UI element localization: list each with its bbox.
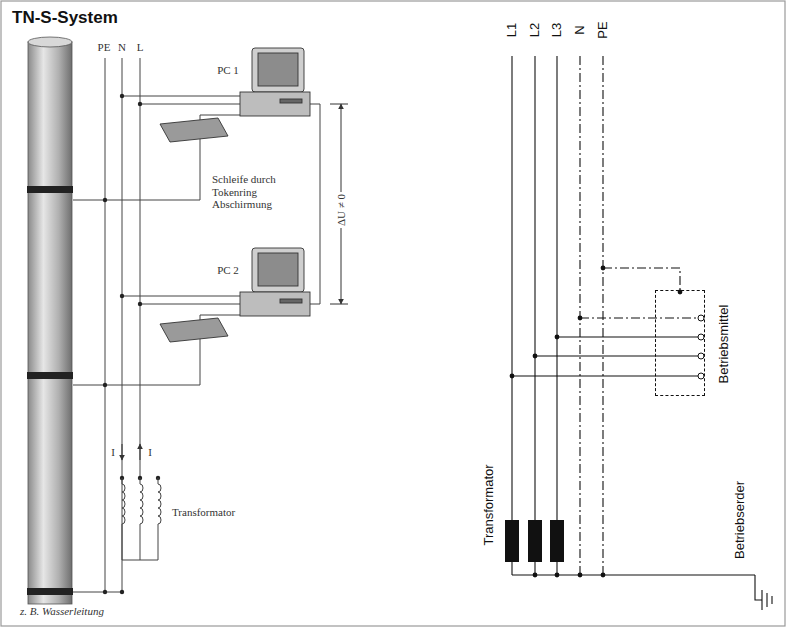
- label: L3: [550, 23, 565, 37]
- water-pipe: [27, 37, 73, 604]
- junction-dots: [103, 94, 160, 594]
- label: Transformator: [482, 464, 497, 545]
- equipment-box: Betriebsmittel: [655, 290, 705, 396]
- label: z. B. Wasserleitung: [20, 605, 104, 618]
- label: L: [137, 41, 144, 54]
- label: I: [111, 446, 115, 459]
- transformer-coils: [122, 478, 161, 560]
- pc-1: [160, 48, 310, 142]
- label: Schleife durch Tokenring Abschirmung: [212, 173, 312, 211]
- current-arrows: [122, 444, 140, 460]
- label: Betriebserder: [733, 481, 748, 559]
- transformer-windings: [505, 520, 564, 562]
- label: PC 2: [217, 264, 239, 277]
- pc-2: [160, 248, 310, 342]
- label: N: [118, 41, 126, 54]
- schematic-wires: [512, 56, 772, 610]
- label: I: [148, 446, 152, 459]
- voltage-arrow: [330, 104, 348, 304]
- label: ΔU ≠ 0: [335, 192, 348, 228]
- label: L2: [528, 23, 543, 37]
- label: PC 1: [217, 64, 239, 77]
- label: PE: [98, 41, 111, 54]
- supply-wires: [73, 58, 320, 592]
- box-label: Betriebsmittel: [716, 305, 731, 384]
- title: TN-S-System: [12, 8, 118, 28]
- label: PE: [596, 21, 611, 38]
- terminals: [698, 315, 704, 379]
- schematic-dots: [510, 266, 683, 578]
- label: N: [573, 25, 588, 34]
- label: L1: [505, 23, 520, 37]
- label: Transformator: [172, 506, 235, 519]
